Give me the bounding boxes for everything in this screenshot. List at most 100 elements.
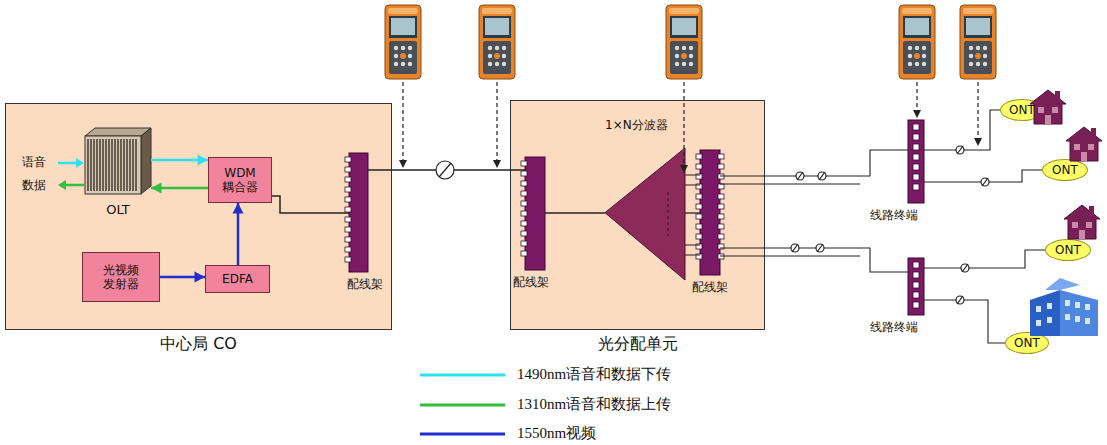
connector-slash — [792, 244, 798, 252]
arrow-head — [195, 272, 206, 283]
window — [1047, 303, 1052, 309]
input-signal-arrows — [58, 158, 84, 190]
rack-slot — [135, 139, 136, 191]
legend-text: 1310nm语音和数据上传 — [517, 395, 671, 414]
panel-shape — [349, 153, 368, 272]
port-square — [718, 194, 724, 199]
port-square — [913, 134, 919, 140]
connector-slash — [957, 296, 963, 304]
window — [1036, 320, 1041, 326]
rack-front — [85, 136, 141, 194]
port-square — [345, 197, 351, 202]
connector-slash — [439, 163, 451, 177]
node-label: ONT — [1014, 336, 1040, 350]
tester-icon — [899, 5, 935, 79]
house-icon — [1030, 90, 1066, 124]
tester-icon — [385, 5, 421, 79]
connector-line — [924, 250, 1045, 268]
port-square — [521, 171, 527, 176]
rack-slot — [105, 139, 106, 191]
connector — [545, 213, 605, 214]
port-square — [913, 292, 919, 298]
port-square — [718, 204, 724, 209]
connector-symbol — [796, 172, 804, 180]
panel-bar — [908, 120, 924, 203]
ont-ellipse: ONT — [1042, 159, 1088, 181]
distribution-unit-box: 光分配单元配线架1×N分波器配线架 — [510, 100, 765, 330]
port-square — [521, 191, 527, 196]
rack-slot — [99, 139, 100, 191]
port-square — [521, 231, 527, 236]
splitter-extra-fibres — [668, 175, 860, 256]
node-label: 配线架 — [513, 275, 549, 289]
port-square — [696, 154, 702, 159]
window — [1085, 318, 1090, 324]
legend-line-sample — [420, 374, 505, 377]
building-side — [1030, 290, 1060, 336]
panel-shape — [700, 150, 720, 275]
patch-panel: 配线架 — [525, 157, 545, 270]
rack-slot — [120, 139, 121, 191]
connector — [160, 272, 205, 283]
port-square — [718, 234, 724, 239]
rack-slot — [129, 139, 130, 191]
house-icon — [1066, 127, 1102, 161]
arrow-head — [399, 160, 407, 168]
rack-slot — [90, 139, 91, 191]
building-windows — [1036, 300, 1090, 326]
node-label: 配线架 — [692, 280, 728, 294]
node-label: 光分配单元 — [511, 334, 764, 353]
connector — [151, 155, 208, 166]
connector-slash — [819, 172, 825, 180]
splitter-triangle: 1×N分波器 — [605, 148, 685, 280]
connector-line — [685, 212, 700, 213]
port-square — [345, 167, 351, 172]
connector-slash — [957, 146, 963, 154]
connector-line — [720, 248, 908, 272]
port-square — [345, 237, 351, 242]
port-square — [521, 161, 527, 166]
leader-heads — [399, 110, 982, 173]
arrow-head — [76, 158, 84, 168]
node-label: ONT — [1055, 243, 1081, 257]
test-leader-lines — [403, 82, 978, 167]
connector — [924, 250, 1045, 268]
olt-device: OLT — [85, 128, 151, 194]
patch-panel: 配线架 — [349, 153, 368, 272]
line-terminal: 线路终端 — [908, 120, 924, 203]
rack-top — [85, 128, 151, 136]
arrow-head — [58, 180, 66, 190]
dashed-ellipsis — [668, 192, 669, 236]
fibre — [720, 256, 860, 257]
legend-line-sample — [420, 404, 505, 407]
port-square — [718, 154, 724, 159]
connector-line — [545, 212, 605, 213]
rack-slot — [114, 139, 115, 191]
fibre — [685, 175, 700, 176]
port-square — [345, 247, 351, 252]
rack-slot — [123, 139, 124, 191]
rack-slot — [87, 139, 88, 191]
dashed-leader — [496, 82, 497, 162]
node-label: 线路终端 — [870, 320, 918, 334]
rack-slot — [96, 139, 97, 191]
port-square — [913, 144, 919, 150]
port-square — [521, 211, 527, 216]
port-square — [345, 187, 351, 192]
arrow-head — [151, 183, 162, 194]
line-terminal: 线路终端 — [908, 258, 924, 315]
port-square — [696, 234, 702, 239]
fibre — [685, 245, 700, 246]
legend-line-sample — [420, 433, 505, 436]
port-square — [718, 224, 724, 229]
connector-symbol — [791, 244, 799, 252]
node-label: 光视频 发射器 — [99, 263, 142, 292]
downstream-line — [58, 162, 76, 165]
olt-rack — [85, 128, 151, 194]
port-square — [913, 154, 919, 160]
tester-icon — [960, 5, 996, 79]
fibre — [685, 255, 700, 256]
dashed-leader — [977, 82, 978, 140]
node-label: 线路终端 — [870, 208, 918, 222]
connector — [720, 150, 908, 176]
